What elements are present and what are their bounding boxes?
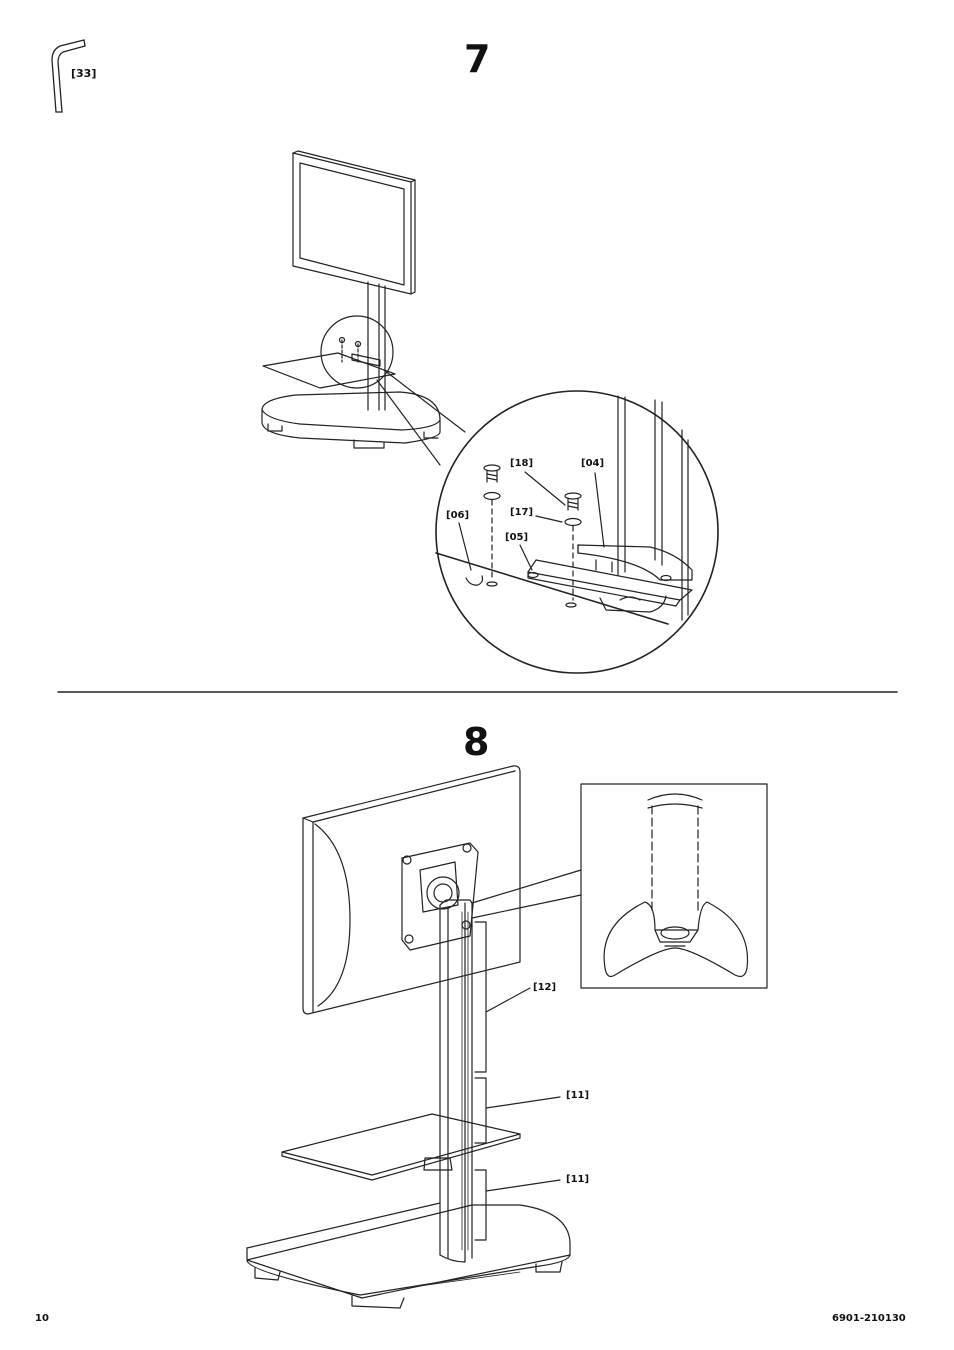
step7-detail-circle xyxy=(435,390,719,674)
allen-key-icon xyxy=(51,39,86,113)
step-7-number: 7 xyxy=(464,37,491,81)
label-part-11-upper: [11] xyxy=(566,1090,590,1101)
label-part-04: [04] xyxy=(581,458,605,469)
label-part-11-lower: [11] xyxy=(566,1174,590,1185)
label-part-05: [05] xyxy=(505,532,529,543)
label-part-12: [12] xyxy=(533,982,557,993)
tool-label: [33] xyxy=(71,67,97,80)
document-code: 6901-210130 xyxy=(832,1313,906,1324)
label-part-17: [17] xyxy=(510,507,534,518)
label-part-06: [06] xyxy=(446,510,470,521)
step8-stand xyxy=(246,765,582,1309)
page-number: 10 xyxy=(35,1313,49,1324)
step8-zoom-box xyxy=(580,783,768,989)
label-part-18: [18] xyxy=(510,458,534,469)
step-8-number: 8 xyxy=(463,720,490,764)
step7-stand-overview xyxy=(261,150,466,466)
